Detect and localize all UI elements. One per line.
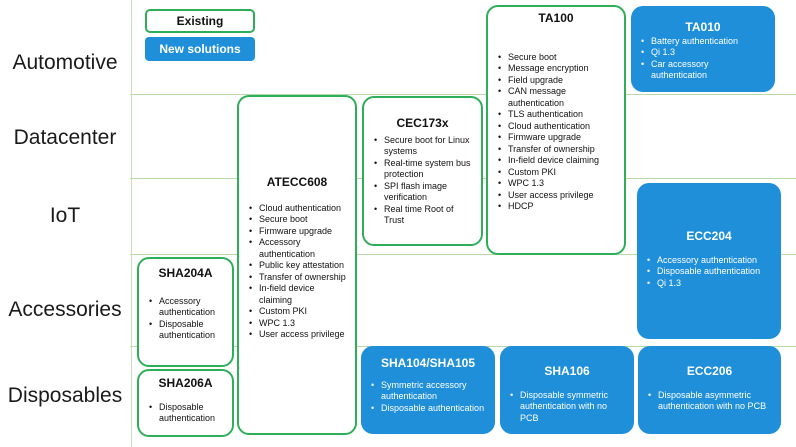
feature-item: Disposable authentication (149, 319, 224, 342)
feature-list: Secure boot for Linux systems Real-time … (372, 135, 473, 227)
feature-list: Cloud authentication Secure boot Firmwar… (247, 203, 347, 341)
feature-item: Disposable asymmetric authentication wit… (648, 390, 773, 413)
feature-list: Battery authentication Qi 1.3 Car access… (639, 36, 767, 82)
feature-item: Secure boot (498, 52, 616, 64)
feature-item: Cloud authentication (249, 203, 347, 215)
feature-item: Transfer of ownership (498, 144, 616, 156)
feature-item: Qi 1.3 (641, 47, 767, 59)
feature-item: CAN message authentication (498, 86, 616, 109)
feature-list: Accessory authentication Disposable auth… (645, 255, 773, 290)
feature-item: Disposable symmetric authentication with… (510, 390, 626, 425)
feature-item: Accessory authentication (647, 255, 773, 267)
product-title: TA010 (685, 20, 721, 34)
feature-list: Accessory authentication Disposable auth… (147, 296, 224, 342)
feature-item: Field upgrade (498, 75, 616, 87)
product-title: SHA204A (158, 266, 213, 280)
feature-item: User access privilege (498, 190, 616, 202)
feature-item: Qi 1.3 (647, 278, 773, 290)
product-title: CEC173x (396, 116, 449, 130)
row-label-iot: IoT (49, 204, 81, 227)
feature-item: Accessory authentication (149, 296, 224, 319)
feature-item: Public key attestation (249, 260, 347, 272)
product-sha204a: SHA204A Accessory authentication Disposa… (137, 257, 234, 367)
row-divider (130, 254, 796, 255)
feature-item: Disposable authentication (371, 403, 487, 415)
feature-item: Firmware upgrade (498, 132, 616, 144)
product-cec173x: CEC173x Secure boot for Linux systems Re… (362, 96, 483, 246)
feature-item: Battery authentication (641, 36, 767, 48)
feature-item: Real time Root of Trust (374, 204, 473, 227)
product-ecc206: ECC206 Disposable asymmetric authenticat… (638, 346, 781, 434)
feature-list: Disposable symmetric authentication with… (508, 390, 626, 425)
feature-list: Symmetric accessory authentication Dispo… (369, 380, 487, 415)
legend-new-solutions: New solutions (145, 37, 255, 61)
feature-list: Disposable asymmetric authentication wit… (646, 390, 773, 413)
product-title: SHA106 (544, 364, 590, 378)
row-label-disposables: Disposables (7, 384, 123, 407)
feature-item: HDCP (498, 201, 616, 213)
feature-item: Secure boot for Linux systems (374, 135, 473, 158)
feature-item: SPI flash image verification (374, 181, 473, 204)
feature-list: Disposable authentication (147, 402, 224, 425)
product-ecc204: ECC204 Accessory authentication Disposab… (637, 183, 781, 339)
feature-item: Secure boot (249, 214, 347, 226)
product-title: ECC204 (686, 229, 732, 243)
product-title: ATECC608 (266, 175, 328, 189)
feature-item: Symmetric accessory authentication (371, 380, 487, 403)
product-title: ECC206 (686, 364, 733, 378)
feature-item: Cloud authentication (498, 121, 616, 133)
product-title: SHA104/SHA105 (380, 356, 476, 370)
feature-item: In-field device claiming (498, 155, 616, 167)
feature-item: User access privilege (249, 329, 347, 341)
product-title: TA100 (538, 11, 574, 25)
feature-item: TLS authentication (498, 109, 616, 121)
row-divider (130, 94, 796, 95)
product-sha106: SHA106 Disposable symmetric authenticati… (500, 346, 634, 434)
feature-item: Disposable authentication (647, 266, 773, 278)
product-title: SHA206A (158, 376, 213, 390)
product-sha104-sha105: SHA104/SHA105 Symmetric accessory authen… (361, 346, 495, 434)
feature-item: In-field device claiming (249, 283, 347, 306)
legend-existing: Existing (145, 9, 255, 33)
row-label-datacenter: Datacenter (13, 126, 117, 149)
product-ta010: TA010 Battery authentication Qi 1.3 Car … (631, 6, 775, 92)
product-atecc608: ATECC608 Cloud authentication Secure boo… (237, 95, 357, 435)
feature-item: Accessory authentication (249, 237, 347, 260)
feature-item: Firmware upgrade (249, 226, 347, 238)
product-ta100: TA100 Secure boot Message encryption Fie… (486, 5, 626, 255)
feature-item: Disposable authentication (149, 402, 224, 425)
label-divider (131, 0, 132, 447)
feature-item: Custom PKI (498, 167, 616, 179)
feature-item: WPC 1.3 (498, 178, 616, 190)
feature-item: Custom PKI (249, 306, 347, 318)
row-label-accessories: Accessories (8, 298, 122, 321)
feature-item: Car accessory authentication (641, 59, 767, 82)
feature-item: Real-time system bus protection (374, 158, 473, 181)
feature-list: Secure boot Message encryption Field upg… (496, 52, 616, 213)
row-label-automotive: Automotive (12, 51, 118, 74)
product-sha206a: SHA206A Disposable authentication (137, 369, 234, 437)
feature-item: Message encryption (498, 63, 616, 75)
feature-item: Transfer of ownership (249, 272, 347, 284)
feature-item: WPC 1.3 (249, 318, 347, 330)
